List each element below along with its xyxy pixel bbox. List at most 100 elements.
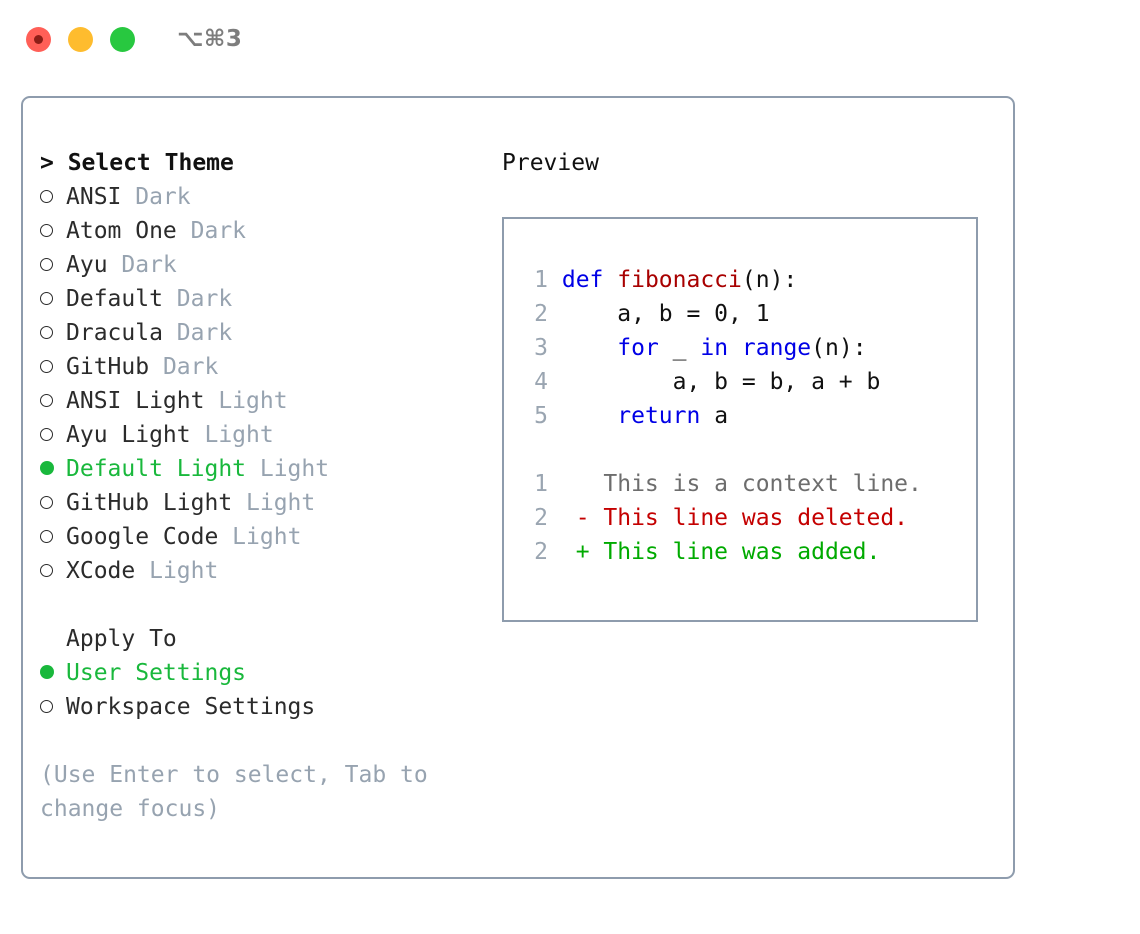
code-line: 4 a, b = b, a + b (522, 365, 968, 399)
option-variant-label: Dark (149, 354, 219, 380)
radio-empty-icon (40, 486, 66, 520)
title-bar: ⌥⌘3 (0, 0, 1140, 78)
preview-title: Preview (502, 150, 599, 176)
radio-empty-icon (40, 180, 66, 214)
close-button[interactable] (26, 26, 51, 52)
option-label: XCode (66, 558, 136, 584)
theme-option-row[interactable]: Dracula Dark (40, 316, 480, 350)
code-line: 1 def fibonacci(n): (522, 263, 968, 297)
radio-empty-icon (40, 214, 66, 248)
theme-option-row[interactable]: Ayu Light Light (40, 418, 480, 452)
option-label: Dracula (66, 320, 163, 346)
theme-option-row[interactable]: Google Code Light (40, 520, 480, 554)
diff-line: 2 + This line was added. (522, 535, 968, 569)
maximize-button[interactable] (110, 26, 135, 52)
option-label: Ayu Light (66, 422, 191, 448)
radio-selected-icon-glyph (40, 461, 54, 475)
theme-option-row[interactable]: Ayu Dark (40, 248, 480, 282)
line-number: 3 (534, 335, 548, 361)
code-gutter-gap (548, 369, 562, 395)
apply-to-header: Apply To (66, 626, 177, 652)
theme-option-row[interactable]: ANSI Light Light (40, 384, 480, 418)
list-spacer (40, 588, 480, 622)
diff-line-text-add: + This line was added. (548, 539, 881, 565)
diff-line: 1 This is a context line. (522, 467, 968, 501)
radio-empty-icon-glyph (40, 190, 53, 203)
code-token-plain (562, 335, 617, 361)
radio-empty-icon-glyph (40, 258, 53, 271)
radio-selected-icon-glyph (40, 665, 54, 679)
line-number: 2 (534, 301, 548, 327)
theme-option-row[interactable]: Default Dark (40, 282, 480, 316)
code-token-kw: def (561, 267, 618, 293)
option-variant-label: Dark (176, 218, 247, 244)
select-theme-header: > Select Theme (40, 150, 234, 176)
theme-option-row[interactable]: ANSI Dark (40, 180, 480, 214)
radio-empty-icon (40, 316, 66, 350)
radio-empty-icon (40, 350, 66, 384)
code-token-fn: fibonacci (617, 267, 742, 293)
radio-selected-icon (40, 656, 66, 690)
option-label: ANSI Light (66, 388, 205, 414)
option-variant-label: Dark (121, 184, 191, 210)
code-token-plain: (n): (811, 335, 867, 361)
option-variant-label: Light (232, 490, 316, 516)
option-variant-label: Light (204, 388, 288, 414)
theme-option-row[interactable]: GitHub Dark (40, 350, 480, 384)
option-variant-label: Dark (107, 252, 177, 278)
code-token-plain: a, b = 0, 1 (561, 301, 770, 327)
option-label: GitHub Light (66, 490, 233, 516)
code-line: 3 for _ in range(n): (522, 331, 968, 365)
code-token-plain (728, 335, 742, 361)
code-token-kw: for (617, 335, 659, 361)
theme-option-row[interactable]: Default Light Light (40, 452, 480, 486)
radio-empty-icon-glyph (40, 292, 53, 305)
diff-line-number: 1 (534, 471, 548, 497)
minimize-button[interactable] (68, 26, 93, 52)
keyboard-hint-text: (Use Enter to select, Tab to change focu… (40, 762, 428, 822)
radio-empty-icon (40, 384, 66, 418)
code-token-plain: (n): (741, 267, 798, 293)
option-label: GitHub (66, 354, 150, 380)
option-variant-label: Light (246, 456, 330, 482)
option-label: Atom One (66, 218, 177, 244)
radio-empty-icon (40, 690, 66, 724)
theme-option-row[interactable]: GitHub Light Light (40, 486, 480, 520)
option-variant-label: Light (218, 524, 302, 550)
radio-selected-icon (40, 452, 66, 486)
radio-empty-icon-glyph (40, 428, 53, 441)
radio-empty-icon-glyph (40, 496, 53, 509)
theme-option-row[interactable]: XCode Light (40, 554, 480, 588)
line-number: 4 (534, 369, 548, 395)
apply-to-option-row[interactable]: User Settings (40, 656, 480, 690)
option-variant-label: Light (135, 558, 219, 584)
diff-line-number: 2 (534, 539, 548, 565)
code-token-kw: return (617, 403, 701, 429)
option-variant-label: Dark (162, 320, 233, 346)
option-label: Default (66, 286, 163, 312)
code-token-plain: a, b = b, a + b (561, 369, 881, 395)
code-gutter-gap (548, 335, 562, 361)
keyboard-shortcut-label: ⌥⌘3 (177, 26, 243, 52)
option-label: Workspace Settings (66, 694, 316, 720)
radio-empty-icon-glyph (40, 224, 53, 237)
preview-column: Preview 1 def fibonacci(n):2 a, b = 0, 1… (502, 146, 1002, 622)
radio-empty-icon-glyph (40, 394, 53, 407)
option-label: Default Light (66, 456, 247, 482)
code-token-plain: a (700, 403, 729, 429)
theme-option-row[interactable]: Atom One Dark (40, 214, 480, 248)
window-controls (26, 26, 135, 52)
line-number: 5 (534, 403, 548, 429)
radio-empty-icon-glyph (40, 700, 53, 713)
apply-to-option-row[interactable]: Workspace Settings (40, 690, 480, 724)
line-number: 1 (534, 267, 548, 293)
diff-line-text-del: - This line was deleted. (548, 505, 909, 531)
